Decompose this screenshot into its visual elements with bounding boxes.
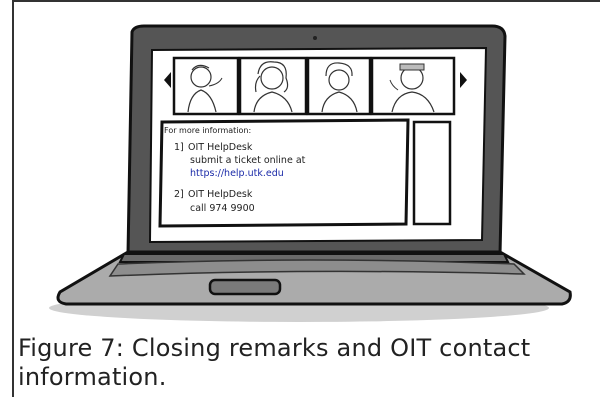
info-panel: [158, 118, 410, 228]
frame-left-border: [12, 0, 14, 397]
side-panel: [412, 120, 452, 226]
item-1-line: submit a ticket online at: [190, 155, 306, 166]
carousel-next-button[interactable]: [460, 72, 467, 88]
frame-top-border: [12, 0, 600, 2]
webcam-icon: [313, 36, 317, 40]
item-1-number: 1]: [174, 142, 184, 153]
item-1-title: OIT HelpDesk: [188, 142, 253, 153]
thumbnail-1[interactable]: [172, 56, 240, 116]
thumbnail-4[interactable]: [370, 56, 456, 116]
helpdesk-link[interactable]: https://help.utk.edu: [190, 168, 284, 179]
touchpad[interactable]: [208, 278, 282, 296]
info-heading: For more information:: [164, 126, 251, 135]
laptop-hinge: [118, 253, 510, 263]
laptop-illustration: For more information: 1] OIT HelpDesk su…: [49, 24, 572, 322]
keyboard-area: [108, 259, 526, 277]
thumbnail-3[interactable]: [306, 56, 372, 116]
figure-caption: Figure 7: Closing remarks and OIT contac…: [18, 334, 531, 391]
item-2-title: OIT HelpDesk: [188, 189, 253, 200]
carousel-prev-button[interactable]: [164, 72, 171, 88]
item-2-number: 2]: [174, 189, 184, 200]
item-2-line: call 974 9900: [190, 203, 255, 214]
thumbnail-2[interactable]: [238, 56, 308, 116]
